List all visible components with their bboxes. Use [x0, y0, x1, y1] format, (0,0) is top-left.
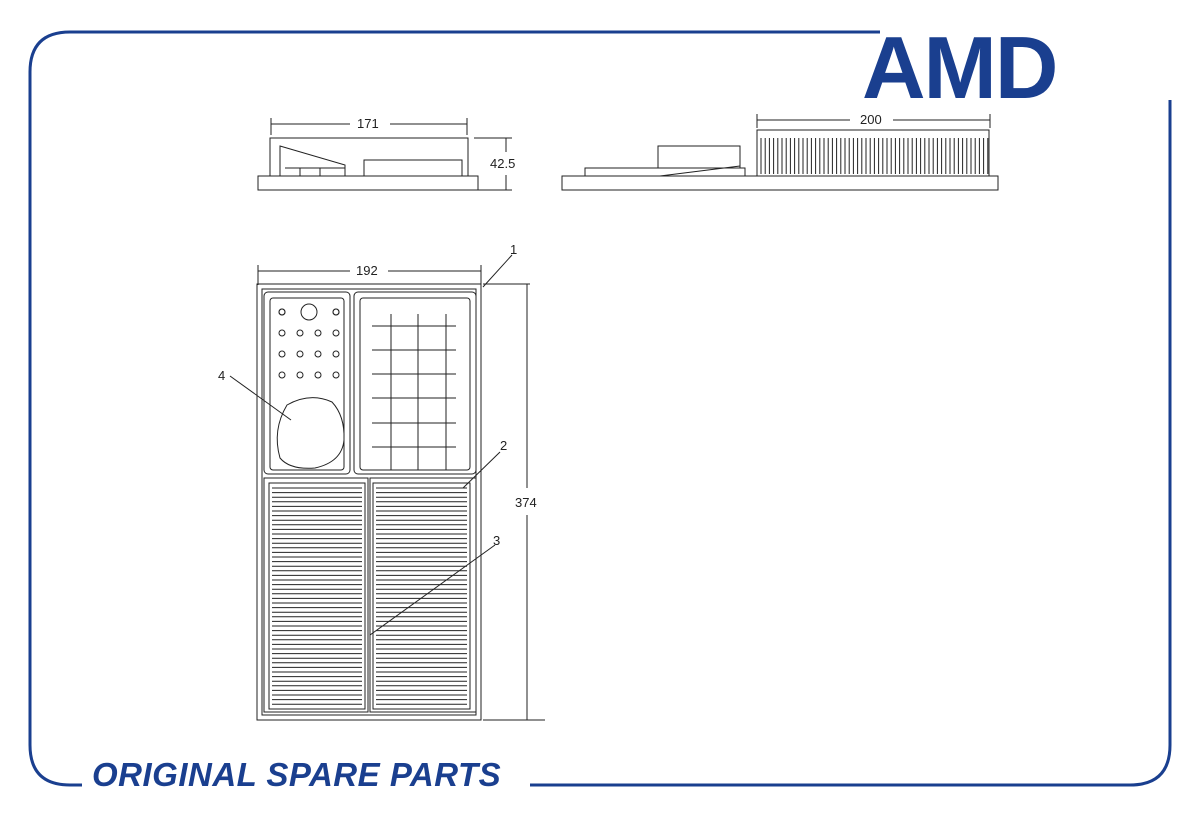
- hole: [332, 329, 340, 337]
- page-border: [28, 30, 1172, 787]
- hole: [278, 329, 286, 337]
- dim-plan-width: 192: [356, 263, 378, 278]
- leader-2: [462, 451, 501, 489]
- plan-pleats: [272, 487, 467, 705]
- oval-opening: [276, 397, 345, 469]
- hole: [314, 350, 322, 358]
- hole: [278, 308, 286, 316]
- front-elevation-view: [257, 118, 512, 191]
- brand-logo: AMD: [862, 18, 1058, 117]
- hole: [314, 329, 322, 337]
- dim-plan-length: 374: [515, 495, 537, 510]
- perforation-holes: [278, 308, 340, 379]
- hole: [296, 350, 304, 358]
- plan-view: [229, 254, 545, 721]
- footer-tagline: ORIGINAL SPARE PARTS: [92, 756, 502, 793]
- hole: [278, 371, 286, 379]
- callout-2: 2: [500, 438, 507, 453]
- dim-side-length: 200: [860, 112, 882, 127]
- dim-top-width: 171: [357, 116, 379, 131]
- hole: [332, 371, 340, 379]
- side-pleats: [760, 138, 989, 174]
- hole: [296, 371, 304, 379]
- dim-top-height: 42.5: [490, 156, 515, 171]
- hole: [296, 329, 304, 337]
- hole: [314, 371, 322, 379]
- callout-1: 1: [510, 242, 517, 257]
- leader-4: [229, 375, 292, 421]
- callout-3: 3: [493, 533, 500, 548]
- hole: [278, 350, 286, 358]
- callout-4: 4: [218, 368, 225, 383]
- rib-grid: [372, 314, 456, 470]
- hole: [332, 308, 340, 316]
- side-elevation-view: [561, 114, 999, 191]
- leader-1: [482, 254, 513, 288]
- hole: [332, 350, 340, 358]
- logo-text: AMD: [862, 18, 1056, 117]
- leader-3: [369, 544, 496, 636]
